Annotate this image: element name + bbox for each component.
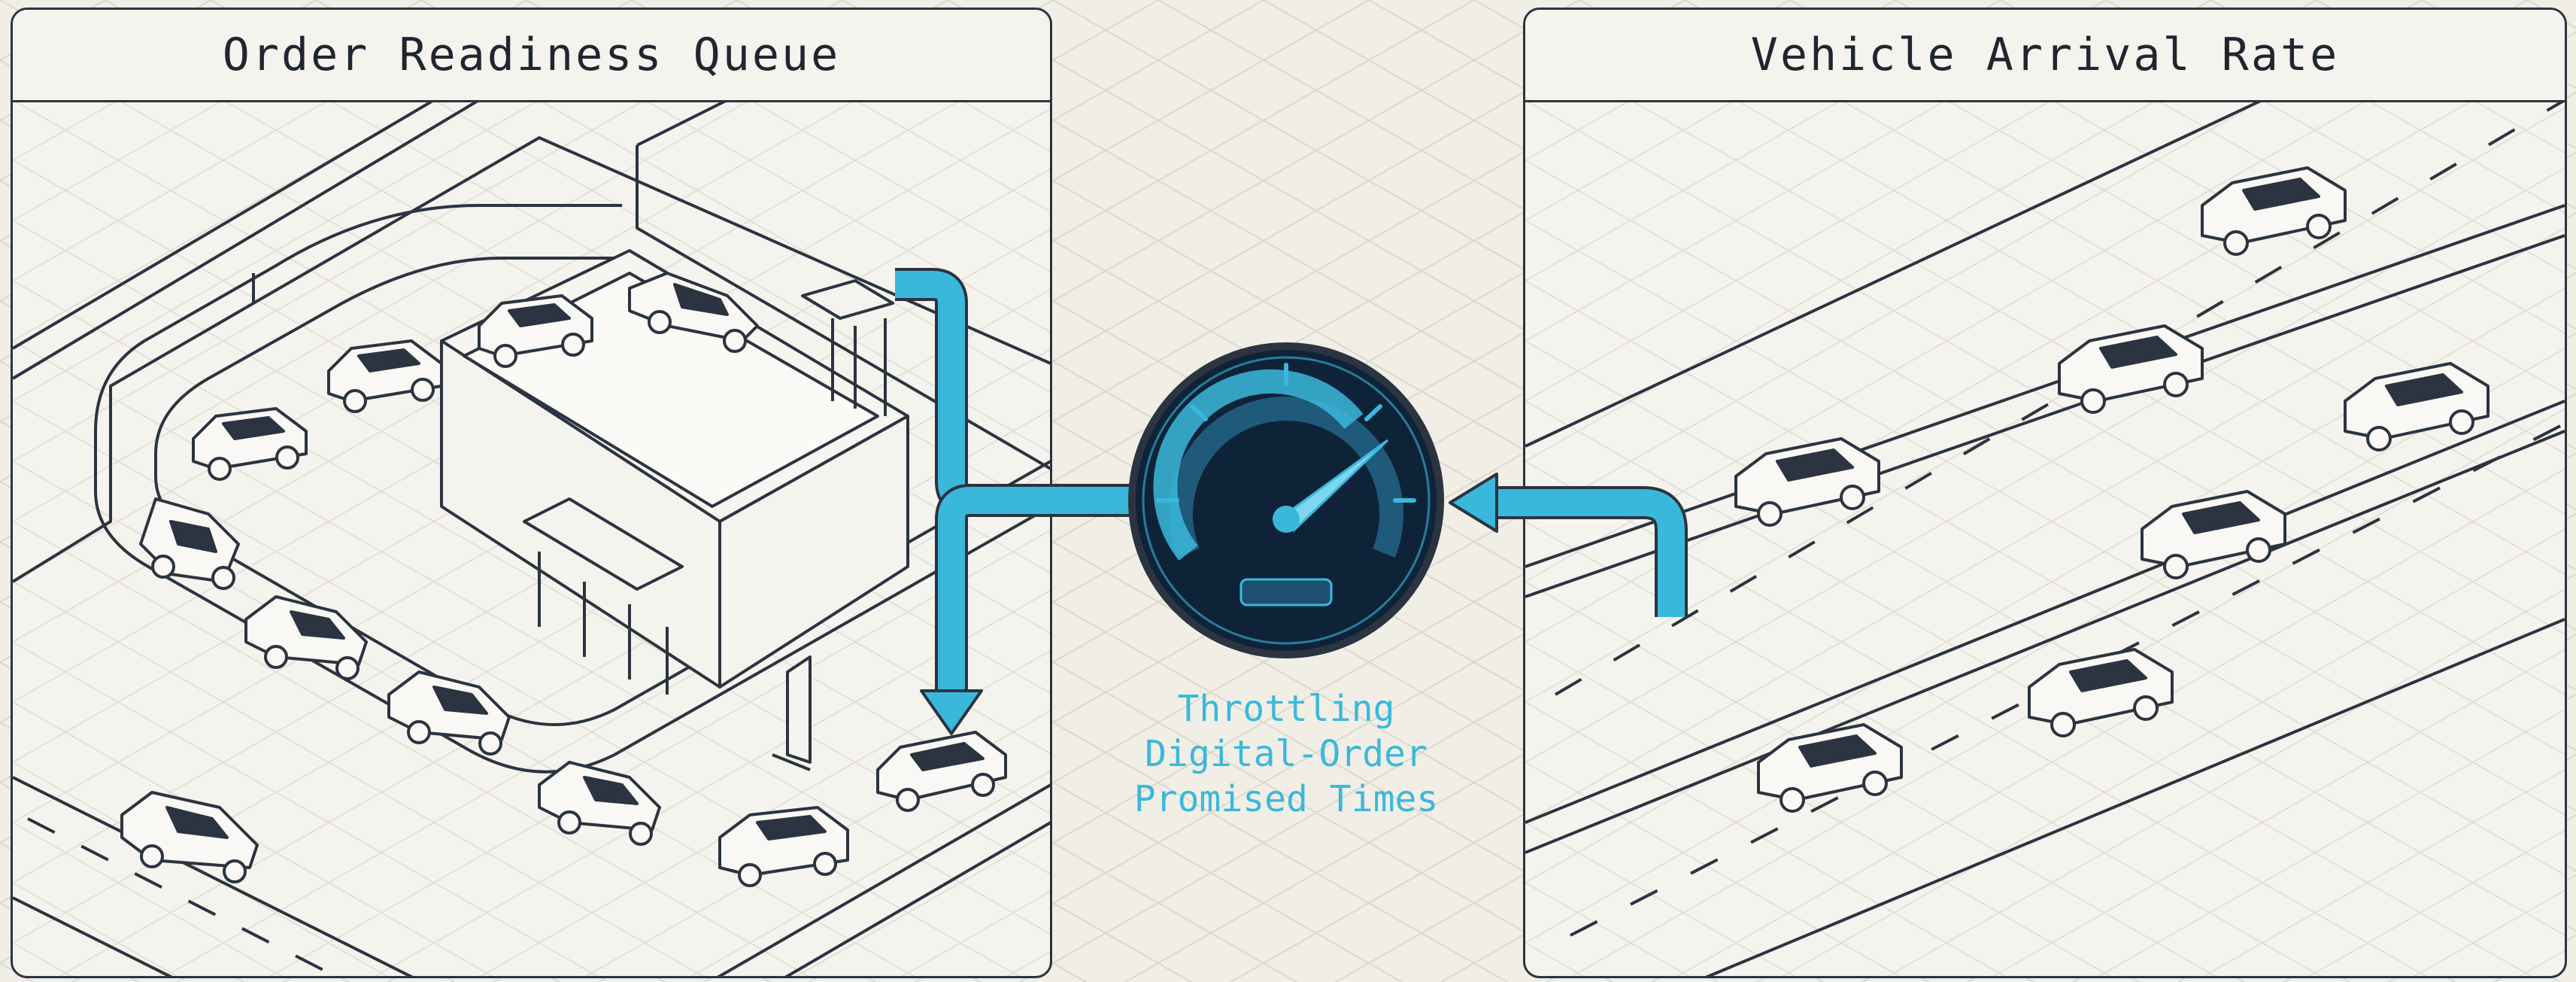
caption-line-3: Promised Times — [1133, 778, 1439, 820]
car-icon — [327, 339, 443, 413]
caption-line-1: Throttling — [1177, 688, 1395, 730]
car-icon — [876, 731, 1007, 812]
car-icon — [244, 595, 368, 680]
car-icon — [1757, 723, 1903, 813]
gauge-caption: Throttling Digital-Order Promised Times — [1049, 686, 1523, 822]
caption-line-2: Digital-Order — [1145, 733, 1428, 775]
drive-thru-scene — [13, 100, 1050, 976]
vehicle-arrival-title: Vehicle Arrival Rate — [1750, 29, 2340, 81]
car-icon — [1734, 437, 1880, 527]
car-icon — [2344, 362, 2490, 451]
order-readiness-header: Order Readiness Queue — [13, 10, 1050, 102]
car-icon — [2028, 648, 2174, 737]
car-icon — [2201, 166, 2347, 256]
car-icon — [478, 294, 593, 368]
car-icon — [120, 791, 259, 883]
car-icon — [628, 272, 759, 353]
highway-scene — [1525, 100, 2565, 976]
car-icon — [139, 497, 240, 590]
car-icon — [387, 670, 511, 756]
car-icon — [2058, 324, 2204, 414]
car-icon — [192, 407, 308, 481]
car-icon — [538, 761, 661, 846]
car-icon — [718, 806, 849, 887]
vehicle-arrival-panel: Vehicle Arrival Rate — [1523, 8, 2567, 978]
vehicle-arrival-header: Vehicle Arrival Rate — [1525, 10, 2565, 102]
order-readiness-panel: Order Readiness Queue — [11, 8, 1052, 978]
car-icon — [2141, 490, 2286, 579]
order-readiness-title: Order Readiness Queue — [222, 29, 841, 81]
